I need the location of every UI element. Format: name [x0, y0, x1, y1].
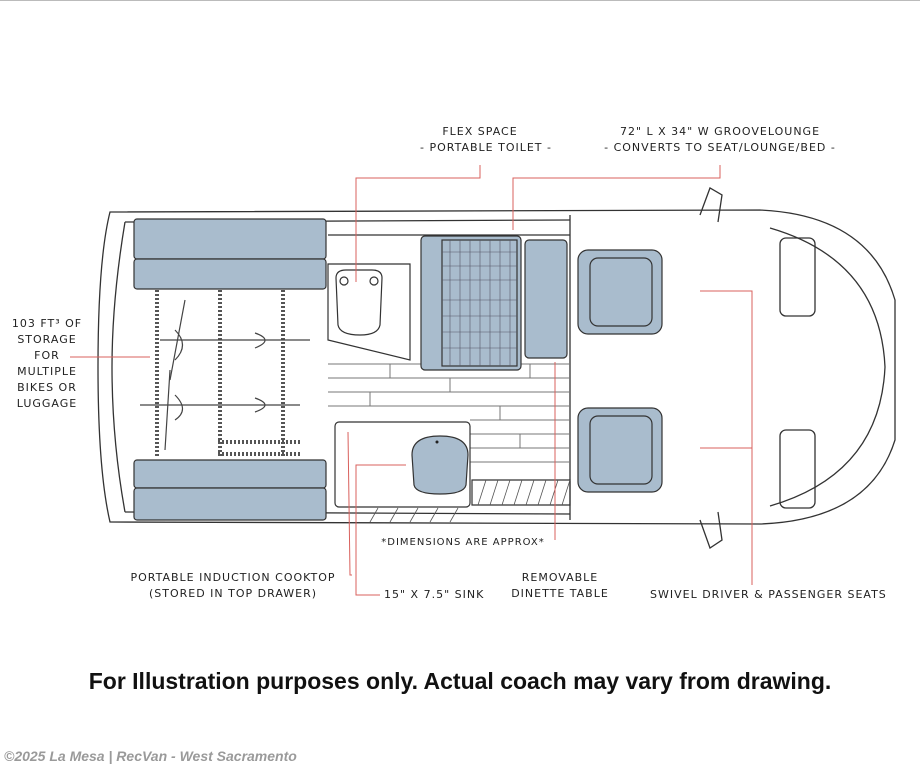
lounge-callout: [512, 165, 721, 230]
dimensions-note: *DIMENSIONS ARE APPROX*: [381, 537, 545, 548]
sink-icon: [411, 435, 469, 495]
flex-space-subtitle: - PORTABLE TOILET -: [420, 141, 552, 154]
rear-cushion-bottom-1: [133, 459, 327, 489]
rear-bed-cushions: [133, 218, 327, 521]
copyright-watermark: ©2025 La Mesa | RecVan - West Sacramento: [4, 748, 297, 764]
groovelounge-title: 72" L X 34" W GROOVELOUNGE: [619, 125, 821, 138]
toilet-icon: [335, 269, 383, 336]
mirror-top: [699, 187, 723, 223]
cooktop-title: PORTABLE INDUCTION COOKTOP: [130, 571, 336, 584]
seats-callout: [700, 290, 753, 585]
callout-lines: [70, 165, 753, 596]
groovelounge-label: 72" L X 34" W GROOVELOUNGE - CONVERTS TO…: [590, 124, 850, 156]
bike-2: [140, 369, 300, 451]
rear-cushion-top-2: [133, 258, 327, 290]
floor-planks: [328, 363, 570, 463]
vent-bottom: [779, 429, 816, 509]
dinette-label: REMOVABLE DINETTE TABLE: [505, 570, 615, 602]
storage-line: LUGGAGE: [16, 397, 78, 410]
driver-seat: [577, 249, 663, 335]
dinette-table: [524, 239, 568, 359]
van-body-outline: [97, 209, 896, 525]
mirror-bottom: [699, 511, 723, 550]
storage-label: 103 FT³ OF STORAGE FOR MULTIPLE BIKES OR…: [8, 316, 86, 412]
cooktop-label: PORTABLE INDUCTION COOKTOP (STORED IN TO…: [118, 570, 348, 602]
cooktop-subtitle: (STORED IN TOP DRAWER): [148, 587, 318, 600]
dinette-subtitle: DINETTE TABLE: [511, 587, 609, 600]
rear-cushion-bottom-2: [133, 487, 327, 521]
flex-space-cabinet: [327, 263, 411, 361]
passenger-seat: [577, 407, 663, 493]
sink-label: 15" X 7.5" SINK: [384, 588, 485, 601]
bikes: [140, 299, 310, 451]
seats-label: SWIVEL DRIVER & PASSENGER SEATS: [650, 588, 887, 601]
groovelounge: [420, 235, 568, 371]
flex-space-title: FLEX SPACE: [442, 125, 518, 138]
storage-line: 103 FT³ OF: [11, 317, 83, 330]
sink-callout: [355, 464, 406, 596]
storage-line: FOR: [34, 349, 60, 362]
storage-line: BIKES OR: [17, 381, 77, 394]
top-border: [0, 0, 920, 1]
groovelounge-subtitle: - CONVERTS TO SEAT/LOUNGE/BED -: [604, 141, 836, 154]
bike-1: [160, 299, 310, 381]
dinette-title: REMOVABLE: [521, 571, 599, 584]
bike-rails: [155, 290, 302, 458]
cooktop-callout: [347, 431, 352, 576]
flex-space-label: FLEX SPACE - PORTABLE TOILET -: [420, 124, 552, 156]
storage-line: MULTIPLE: [17, 365, 77, 378]
storage-line: STORAGE: [17, 333, 77, 346]
windshield: [769, 227, 886, 507]
rear-cushion-top-1: [133, 218, 327, 260]
flex-space-callout: [355, 165, 481, 282]
hatched-step: [471, 479, 571, 506]
vent-top: [779, 237, 816, 317]
disclaimer-text: For Illustration purposes only. Actual c…: [88, 668, 832, 694]
